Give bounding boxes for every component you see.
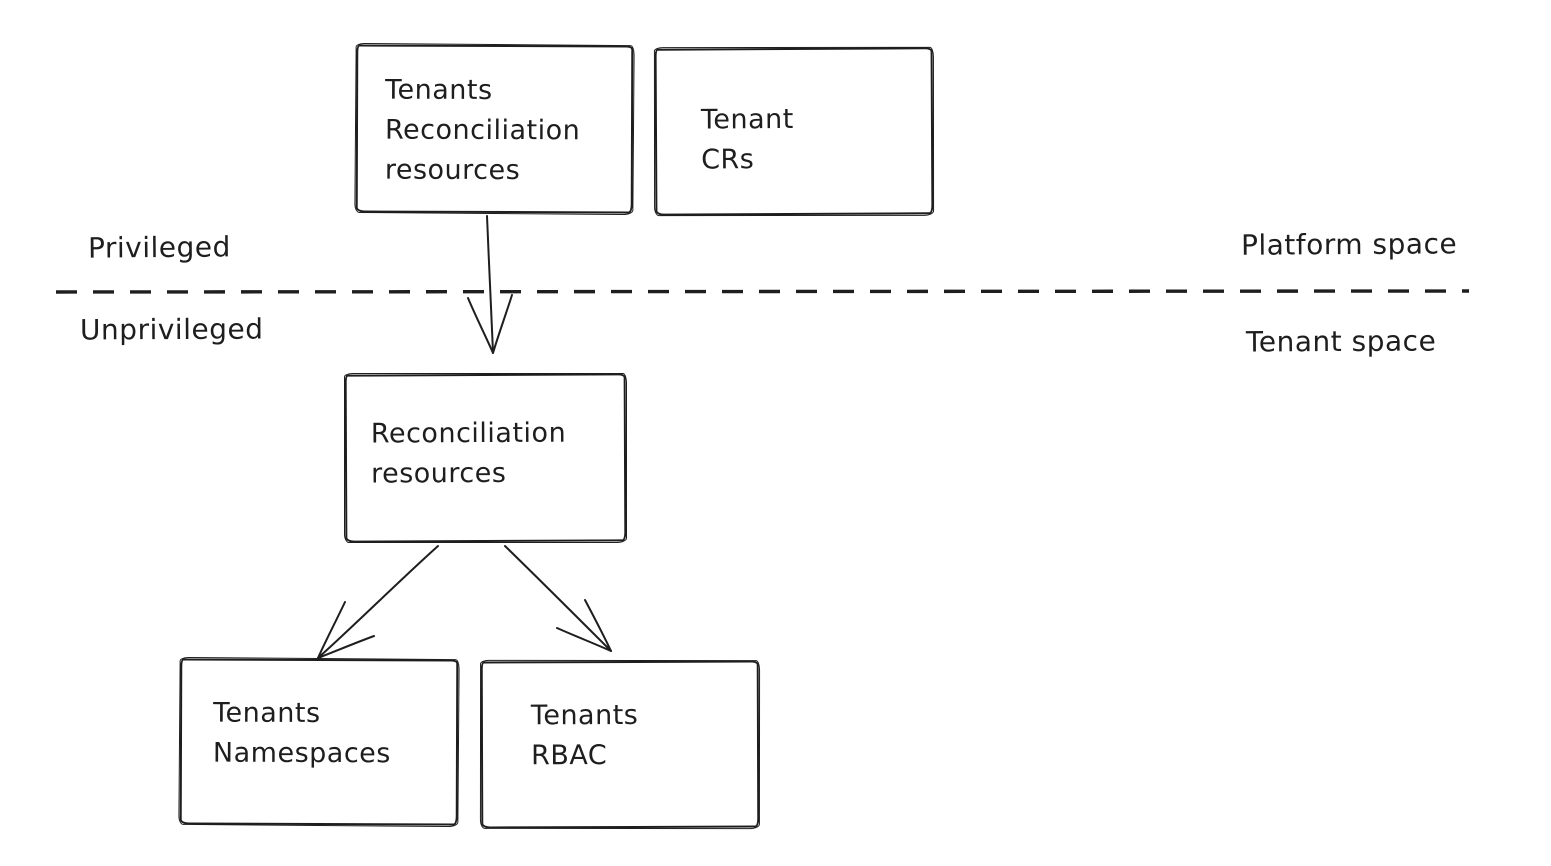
node-tenants-reconciliation-resources: Tenants Reconciliation resources bbox=[355, 44, 634, 214]
node-reconciliation-resources: Reconciliation resources bbox=[344, 373, 627, 543]
node-label-line: resources bbox=[371, 457, 507, 490]
node-label-line: Tenants bbox=[385, 74, 493, 106]
arrow-reconciliation-to-rbac bbox=[504, 545, 612, 652]
arrow-tenants-reconciliation-to-reconciliation bbox=[467, 215, 513, 354]
privileged-label: Privileged bbox=[87, 230, 231, 265]
node-label-line: Namespaces bbox=[212, 737, 391, 770]
node-label-line: Reconciliation bbox=[384, 114, 581, 147]
privilege-boundary-line bbox=[55, 289, 1470, 294]
node-label-line: resources bbox=[384, 154, 521, 187]
arrow-reconciliation-to-namespaces bbox=[317, 545, 439, 659]
node-label-line: RBAC bbox=[530, 740, 608, 772]
platform-space-label: Platform space bbox=[1240, 227, 1458, 262]
node-label-line: CRs bbox=[701, 144, 755, 176]
node-label-line: Reconciliation bbox=[370, 417, 567, 450]
node-label-line: Tenants bbox=[213, 697, 321, 730]
unprivileged-label: Unprivileged bbox=[79, 312, 264, 347]
tenant-space-label: Tenant space bbox=[1245, 324, 1437, 359]
node-tenants-namespaces: Tenants Namespaces bbox=[179, 658, 459, 826]
node-tenant-crs: Tenant CRs bbox=[654, 47, 934, 216]
node-label-line: Tenants bbox=[530, 699, 639, 732]
node-label-line: Tenant bbox=[700, 104, 794, 136]
node-tenants-rbac: Tenants RBAC bbox=[480, 660, 760, 829]
